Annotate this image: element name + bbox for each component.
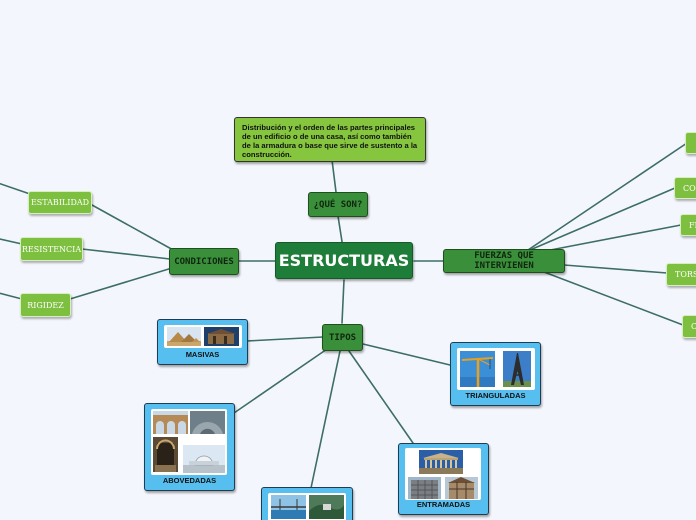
abovedadas-images xyxy=(151,409,227,475)
connector-offscreen-1 xyxy=(0,182,31,195)
subtopic-estabilidad[interactable]: ESTABILIDAD xyxy=(28,191,92,214)
connector-estabilidad xyxy=(91,204,176,252)
subtopic-resistencia-label: RESISTENCIA xyxy=(21,244,82,254)
timber-frame-image xyxy=(445,477,478,499)
subtopic-fuerza-1[interactable]: T xyxy=(685,132,696,154)
crane-image xyxy=(460,351,495,387)
bridge-image xyxy=(271,495,306,519)
topic-condiciones-label: CONDICIONES xyxy=(174,256,234,267)
connector-fuerza-4 xyxy=(563,264,668,274)
connector-offscreen-2 xyxy=(0,238,23,245)
trianguladas-images xyxy=(457,348,535,390)
subtopic-fuerza-5[interactable]: C xyxy=(682,315,696,338)
tipo-5-images xyxy=(268,493,346,520)
subtopic-fuerza-4-label: TORSI xyxy=(675,270,696,279)
topic-fuerzas-que-intervienen[interactable]: FUERZAS QUE INTERVIENEN xyxy=(443,249,565,273)
vault-interior-image xyxy=(153,437,178,472)
subtopic-fuerza-3-label: FL xyxy=(689,220,696,230)
abovedadas-caption: ABOVEDADAS xyxy=(162,476,217,485)
subtopic-fuerza-2-label: COM xyxy=(683,183,696,193)
entramadas-caption: ENTRAMADAS xyxy=(416,500,471,509)
connector-definition xyxy=(331,159,337,193)
connector-fuerza-2 xyxy=(529,187,676,251)
masivas-caption: MASIVAS xyxy=(185,350,220,359)
central-topic-estructuras[interactable]: ESTRUCTURAS xyxy=(275,242,413,279)
topic-fuerzas-label: FUERZAS QUE INTERVIENEN xyxy=(474,251,534,271)
subtopic-fuerza-5-label: C xyxy=(691,322,696,331)
landscape-structure-image xyxy=(309,495,344,519)
ancient-building-image xyxy=(204,327,239,346)
tipo-trianguladas[interactable]: TRIANGULADAS xyxy=(450,342,541,406)
central-topic-label: ESTRUCTURAS xyxy=(278,251,410,270)
connector-masivas xyxy=(246,336,324,342)
tipo-masivas[interactable]: MASIVAS xyxy=(157,319,248,365)
connector-fuerza-3 xyxy=(539,224,682,253)
dome-image xyxy=(190,411,225,434)
subtopic-rigidez-label: RIGIDEZ xyxy=(27,300,64,310)
connector-entramadas xyxy=(348,350,414,444)
tipo-5[interactable] xyxy=(261,487,353,520)
parthenon-image xyxy=(419,450,463,474)
subtopic-fuerza-3[interactable]: FL xyxy=(680,214,696,236)
masivas-images xyxy=(164,325,242,348)
trianguladas-caption: TRIANGULADAS xyxy=(465,391,526,400)
frame-building-image xyxy=(408,477,441,499)
aqueduct-image xyxy=(153,411,188,434)
subtopic-estabilidad-label: ESTABILIDAD xyxy=(30,198,90,207)
connector-offscreen-3 xyxy=(0,292,23,300)
subtopic-resistencia[interactable]: RESISTENCIA xyxy=(20,237,83,261)
connector-abovedadas xyxy=(233,346,331,414)
pyramids-image xyxy=(167,327,201,346)
entramadas-images xyxy=(405,448,481,500)
modern-dome-image xyxy=(183,445,225,473)
topic-tipos[interactable]: TIPOS xyxy=(322,324,363,351)
connector-tipo-5 xyxy=(310,350,341,489)
connector-tipos xyxy=(341,279,345,324)
eiffel-tower-image xyxy=(503,351,531,387)
topic-condiciones[interactable]: CONDICIONES xyxy=(169,248,239,275)
subtopic-rigidez[interactable]: RIGIDEZ xyxy=(20,293,71,317)
subtopic-fuerza-2[interactable]: COM xyxy=(674,177,696,199)
tipo-abovedadas[interactable]: ABOVEDADAS xyxy=(144,403,235,491)
connector-trianguladas xyxy=(362,343,451,366)
connector-fuerza-1 xyxy=(527,142,688,251)
connector-fuerza-5 xyxy=(543,271,684,326)
subtopic-fuerza-4[interactable]: TORSI xyxy=(666,263,696,286)
topic-tipos-label: TIPOS xyxy=(328,332,357,343)
connector-resistencia xyxy=(81,248,171,260)
definition-text: Distribución y el orden de las partes pr… xyxy=(242,123,418,159)
tipo-entramadas[interactable]: ENTRAMADAS xyxy=(398,443,489,515)
connector-rigidez xyxy=(69,267,173,300)
definition-box[interactable]: Distribución y el orden de las partes pr… xyxy=(234,117,426,162)
topic-que-son[interactable]: ¿QUÉ SON? xyxy=(308,192,368,217)
topic-que-son-label: ¿QUÉ SON? xyxy=(313,199,363,210)
